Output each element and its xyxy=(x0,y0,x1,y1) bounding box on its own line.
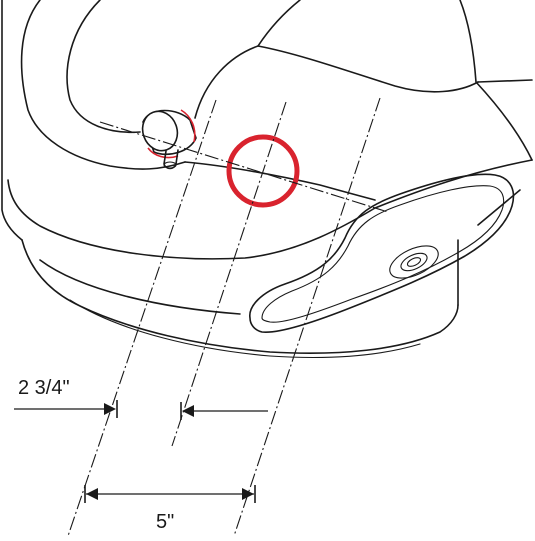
bowl-body xyxy=(1,0,533,359)
dimension-5: 5" xyxy=(84,485,256,533)
center-lines xyxy=(67,97,389,537)
seat-bumper-panel xyxy=(249,173,515,333)
dimension-label-small: 2 3/4" xyxy=(18,377,70,399)
dimension-2-3-4: 2 3/4" xyxy=(14,377,268,420)
dimension-label-spacing: 5" xyxy=(156,511,174,533)
hinge-post xyxy=(141,109,197,170)
drill-location-circle xyxy=(226,134,300,208)
